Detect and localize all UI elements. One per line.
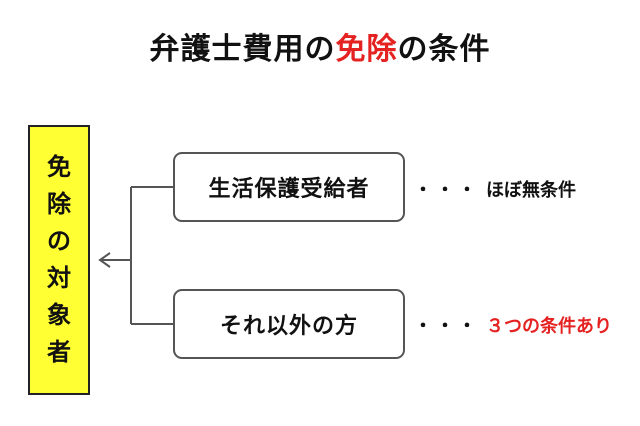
title-part-1: 弁護士費用の	[149, 32, 336, 67]
target-char: 除	[47, 190, 71, 218]
target-char: 象	[47, 301, 71, 329]
exemption-target-box: 免 除 の 対 象 者	[28, 125, 90, 395]
category-welfare-recipients: 生活保護受給者	[173, 152, 405, 222]
note-dots: ・・・	[414, 180, 480, 201]
page-title: 弁護士費用の免除の条件	[0, 30, 640, 70]
category-others: それ以外の方	[173, 289, 405, 359]
target-char: 対	[47, 264, 71, 292]
target-char: 者	[47, 338, 71, 366]
note-others: ・・・ ３つの条件あり	[414, 312, 612, 338]
note-welfare-recipients: ・・・ほぼ無条件	[414, 176, 576, 202]
title-part-2: の条件	[397, 32, 491, 67]
title-highlight: 免除	[335, 32, 398, 67]
note-text: ３つの条件あり	[486, 316, 612, 337]
target-char: の	[47, 227, 71, 255]
target-char: 免	[47, 153, 71, 181]
note-text: ほぼ無条件	[486, 180, 576, 201]
arrow-head-icon	[98, 252, 111, 268]
note-dots: ・・・	[414, 316, 480, 337]
